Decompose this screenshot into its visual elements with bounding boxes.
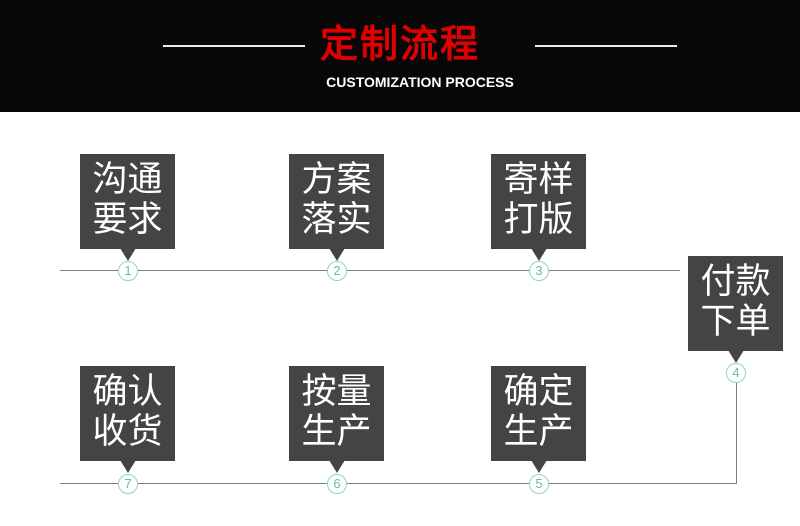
page-subtitle: CUSTOMIZATION PROCESS (326, 74, 514, 90)
pointer-arrow (728, 350, 744, 363)
step-number-badge: 5 (529, 474, 549, 494)
step-number-badge: 1 (118, 261, 138, 281)
header-right-rule (535, 45, 677, 47)
step-box-payment: 付款 下单 (688, 256, 783, 363)
pointer-arrow (120, 248, 136, 261)
step-label-line: 沟通 (92, 160, 163, 200)
step-label-line: 付款 (700, 262, 771, 302)
pointer-arrow (329, 460, 345, 473)
step-label-line: 按量 (301, 372, 372, 412)
top-rail-line (60, 270, 680, 271)
header-banner: 定制流程 CUSTOMIZATION PROCESS (0, 0, 800, 112)
step-number-badge: 3 (529, 261, 549, 281)
right-connector-line (736, 383, 737, 483)
pointer-arrow (120, 460, 136, 473)
step-label-line: 落实 (301, 200, 372, 240)
step-label-line: 要求 (92, 200, 163, 240)
step-label-line: 收货 (92, 412, 163, 452)
step-label-line: 打版 (503, 200, 574, 240)
step-box-sample: 寄样 打版 (491, 154, 586, 261)
step-label-line: 确认 (92, 372, 163, 412)
step-label-line: 下单 (700, 302, 771, 342)
step-box-mass-production: 按量 生产 (289, 366, 384, 473)
step-number-badge: 7 (118, 474, 138, 494)
step-label-line: 方案 (301, 160, 372, 200)
pointer-arrow (531, 248, 547, 261)
pointer-arrow (531, 460, 547, 473)
step-number-badge: 4 (726, 363, 746, 383)
step-label-line: 确定 (503, 372, 574, 412)
step-number-badge: 6 (327, 474, 347, 494)
step-label-line: 寄样 (503, 160, 574, 200)
page-title: 定制流程 (319, 22, 480, 66)
pointer-arrow (329, 248, 345, 261)
step-box-receive-goods: 确认 收货 (80, 366, 175, 473)
step-number-badge: 2 (327, 261, 347, 281)
step-box-communicate: 沟通 要求 (80, 154, 175, 261)
step-label-line: 生产 (301, 412, 372, 452)
bottom-rail-line (60, 483, 737, 484)
step-label-line: 生产 (503, 412, 574, 452)
step-box-plan: 方案 落实 (289, 154, 384, 261)
step-box-confirm-production: 确定 生产 (491, 366, 586, 473)
header-left-rule (163, 45, 305, 47)
